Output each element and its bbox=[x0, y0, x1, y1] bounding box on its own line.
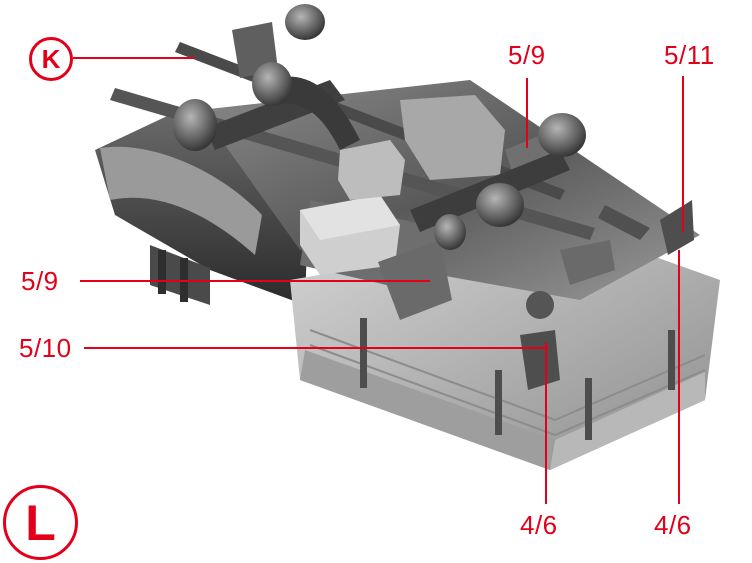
gun-carriage-model bbox=[95, 4, 720, 470]
callout-5-9-left: 5/9 bbox=[21, 266, 59, 296]
callout-4-6-center: 4/6 bbox=[520, 510, 558, 540]
callout-4-6-right: 4/6 bbox=[654, 510, 692, 540]
marker-k-badge: K bbox=[29, 37, 73, 81]
callout-5-9-top: 5/9 bbox=[508, 40, 546, 70]
callout-5-10: 5/10 bbox=[19, 333, 72, 363]
marker-l-label: L bbox=[25, 494, 56, 551]
callout-5-11: 5/11 bbox=[664, 40, 715, 70]
marker-l-badge: L bbox=[3, 485, 78, 560]
leader-lines bbox=[73, 57, 684, 504]
marker-k-label: K bbox=[41, 43, 61, 74]
